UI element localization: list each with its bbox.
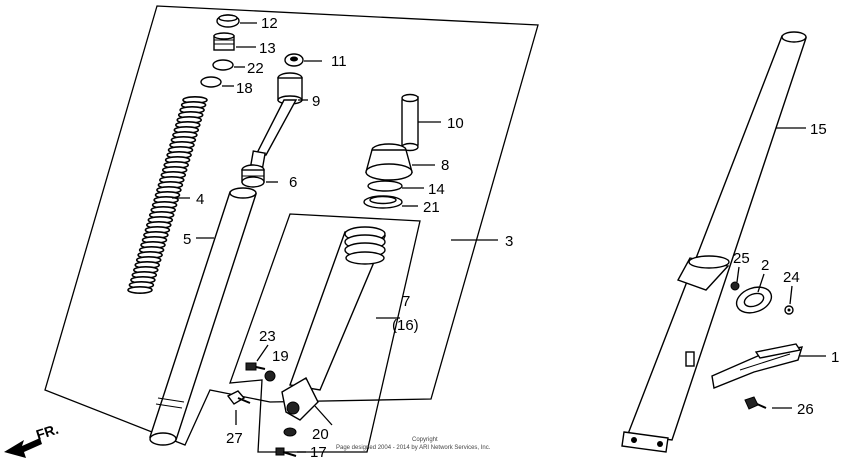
callout-15: 15 [810, 121, 827, 138]
part-fork-slider [281, 226, 387, 421]
callout-3: 3 [505, 233, 513, 250]
part-washer-19 [264, 370, 276, 382]
part-fork-spring [127, 96, 208, 294]
part-dust-seal [365, 143, 413, 181]
callout-24: 24 [783, 269, 800, 286]
part-screw-24 [784, 305, 794, 315]
part-fender-bracket [711, 343, 804, 389]
part-washer [200, 76, 222, 88]
callout-5: 5 [183, 231, 191, 248]
callout-25: 25 [733, 250, 750, 267]
callout-10: 10 [447, 115, 464, 132]
copyright-line2: Page designed 2004 - 2014 by ARI Network… [336, 445, 491, 451]
callout-19: 19 [272, 348, 289, 365]
part-oil-seal [363, 195, 403, 209]
callout-16: (16) [392, 317, 419, 334]
callout-20: 20 [312, 426, 329, 443]
copyright-line1: Copyright [412, 437, 438, 443]
part-bracket-2 [735, 286, 773, 314]
part-bolt-26 [744, 396, 767, 410]
slider-frame-outline [229, 213, 421, 453]
callout-23: 23 [259, 328, 276, 345]
part-bolt-17 [275, 447, 297, 457]
part-fork-bolt [213, 32, 235, 51]
part-o-ring [212, 59, 234, 71]
callout-9: 9 [312, 93, 320, 110]
callout-4: 4 [196, 191, 204, 208]
callout-8: 8 [441, 157, 449, 174]
callout-14: 14 [428, 181, 445, 198]
callout-21: 21 [423, 199, 440, 216]
callout-26: 26 [797, 401, 814, 418]
part-washer-20 [283, 427, 297, 437]
part-outer-fork-assembly [621, 31, 807, 453]
part-drain-bolt [226, 390, 251, 405]
part-clip [284, 53, 304, 67]
direction-label: FR. [34, 421, 60, 443]
callout-12: 12 [261, 15, 278, 32]
callout-27: 27 [226, 430, 243, 447]
callout-13: 13 [259, 40, 276, 57]
part-fork-tube [149, 187, 257, 446]
spring-coil [127, 285, 153, 294]
callout-22: 22 [247, 60, 264, 77]
part-cap [216, 14, 240, 28]
part-damper-rod [250, 72, 303, 168]
callout-6: 6 [289, 174, 297, 191]
callout-18: 18 [236, 80, 253, 97]
callout-7: 7 [402, 293, 410, 310]
part-piston-ring [241, 164, 265, 188]
part-bolt-25 [730, 281, 740, 291]
part-snap-ring [367, 180, 403, 192]
direction-arrow-icon [4, 438, 42, 458]
callout-1: 1 [831, 349, 839, 366]
part-bolt-23 [245, 362, 266, 371]
callout-2: 2 [761, 257, 769, 274]
part-dust-boot [401, 93, 419, 152]
callout-17: 17 [310, 444, 327, 461]
callout-11: 11 [331, 53, 347, 70]
